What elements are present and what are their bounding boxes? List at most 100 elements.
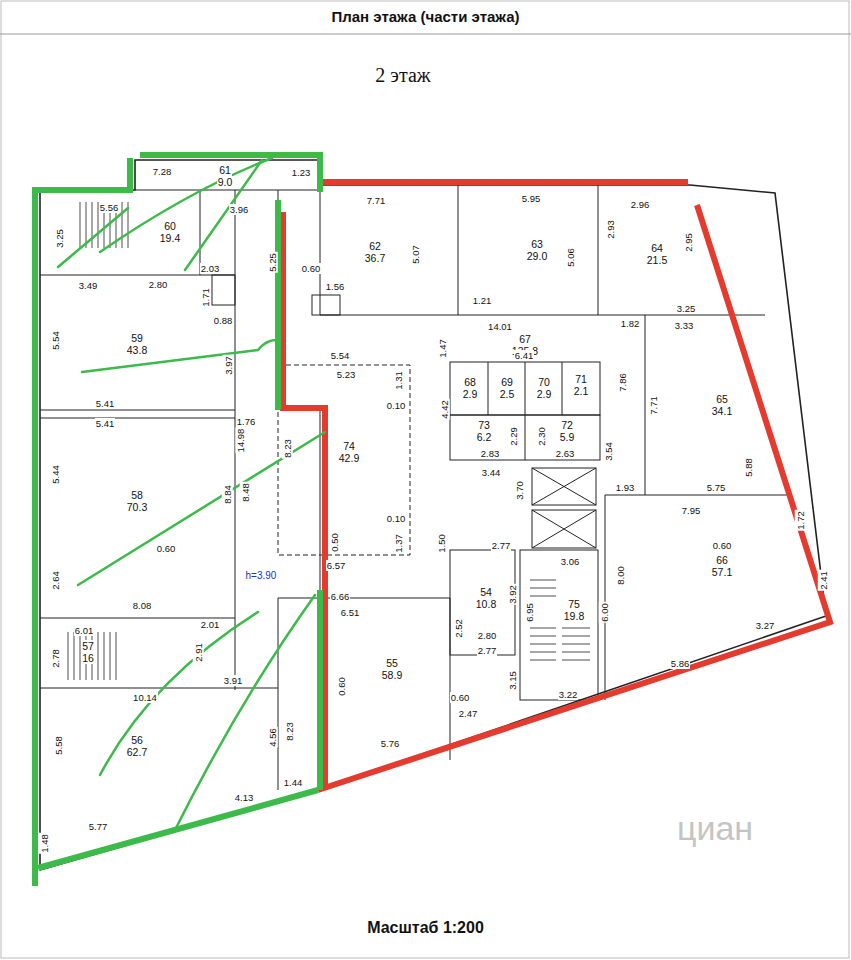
dimension-label: 1.56 xyxy=(325,281,346,292)
dimension-label: 1.37 xyxy=(393,533,404,554)
green-boundary xyxy=(35,155,320,886)
dimension-label: 3.33 xyxy=(674,320,695,331)
dimension-label: 2.41 xyxy=(818,570,829,591)
room-number: 65 xyxy=(715,393,729,405)
room-area: 19.8 xyxy=(563,610,585,622)
dimension-label: 4.42 xyxy=(439,399,450,420)
dimension-label: 6.95 xyxy=(524,602,535,623)
dimension-label: 0.60 xyxy=(712,540,733,551)
room-label: 5943.8 xyxy=(126,332,148,356)
dimension-label: 0.60 xyxy=(301,263,322,274)
dimension-label: 14.01 xyxy=(487,321,513,332)
dimension-label: 0.60 xyxy=(156,543,177,554)
room-area: 2.5 xyxy=(499,388,516,400)
room-number: 69 xyxy=(500,376,514,388)
dimension-label: 5.76 xyxy=(380,738,401,749)
green-hatching xyxy=(58,158,325,830)
dimension-label: 3.92 xyxy=(507,584,518,605)
room-number: 74 xyxy=(342,440,356,452)
dimension-label: 0.10 xyxy=(386,513,407,524)
room-label: 6236.7 xyxy=(364,240,386,264)
room-area: 29.0 xyxy=(526,250,548,262)
room-label: 5558.9 xyxy=(381,657,403,681)
room-area: 2.9 xyxy=(462,388,479,400)
room-number: 57 xyxy=(81,640,95,652)
room-number: 71 xyxy=(574,373,588,385)
dimension-label: 1.23 xyxy=(291,167,312,178)
dimension-label: 2.91 xyxy=(193,642,204,663)
room-label: 5410.8 xyxy=(475,586,497,610)
room-label: 6657.1 xyxy=(711,554,733,578)
dimension-label: 5.07 xyxy=(410,244,421,265)
room-area: 2.9 xyxy=(536,388,553,400)
dimension-label: 7.28 xyxy=(152,166,173,177)
room-label: 736.2 xyxy=(476,419,493,443)
room-number: 64 xyxy=(650,242,664,254)
dimension-label: 7.71 xyxy=(366,195,387,206)
dimension-label: 7.95 xyxy=(681,505,702,516)
floor-heading: 2 этаж xyxy=(374,64,431,86)
room-area: 57.1 xyxy=(711,566,733,578)
dimension-label: 5.44 xyxy=(50,464,61,485)
room-number: 67 xyxy=(518,333,532,345)
watermark: циан xyxy=(676,810,754,846)
dimension-label: 2.29 xyxy=(508,426,519,447)
room-number: 66 xyxy=(715,554,729,566)
room-label: 5716 xyxy=(81,640,95,664)
dimension-label: 1.31 xyxy=(393,370,404,391)
dimension-label: 1.48 xyxy=(39,833,50,854)
dimension-label: 4.13 xyxy=(234,792,255,803)
dimension-label: 3.15 xyxy=(507,670,518,691)
red-boundary xyxy=(283,182,830,790)
dimension-label: 3.27 xyxy=(755,620,776,631)
dimension-label: 3.22 xyxy=(558,689,579,700)
room-area: 10.8 xyxy=(475,598,497,610)
room-label: 6019.4 xyxy=(159,220,181,244)
room-label: 6329.0 xyxy=(526,238,548,262)
dimension-label: 5.77 xyxy=(88,821,109,832)
dimension-label: 5.41 xyxy=(95,418,116,429)
dimension-label: 6.01 xyxy=(74,625,95,636)
dimension-label: 8.23 xyxy=(284,721,295,742)
room-number: 60 xyxy=(163,220,177,232)
room-number: 58 xyxy=(130,489,144,501)
room-label: 5870.3 xyxy=(126,489,148,513)
dimension-label: 2.93 xyxy=(605,219,616,240)
room-label: 712.1 xyxy=(573,373,590,397)
dimension-label: 1.47 xyxy=(437,338,448,359)
room-label: 7442.9 xyxy=(338,440,360,464)
dimension-label: 1.82 xyxy=(620,318,641,329)
dimension-label: 3.70 xyxy=(514,480,525,501)
dimension-label: 2.64 xyxy=(50,570,61,591)
dimension-label: 5.75 xyxy=(706,482,727,493)
room-number: 63 xyxy=(530,238,544,250)
dimension-label: 5.41 xyxy=(95,398,116,409)
walls xyxy=(40,160,826,870)
room-number: 62 xyxy=(368,240,382,252)
dimension-label: 10.14 xyxy=(132,692,158,703)
dimension-label: 2.01 xyxy=(200,619,221,630)
dimension-label: 8.23 xyxy=(282,438,293,459)
dimension-label: 3.49 xyxy=(78,280,99,291)
dimension-label: 5.86 xyxy=(670,658,691,669)
room-number: 73 xyxy=(477,419,491,431)
dimension-label: 2.80 xyxy=(148,279,169,290)
room-area: 34.1 xyxy=(711,405,733,417)
room-area: 62.7 xyxy=(126,746,148,758)
dimension-label: 2.96 xyxy=(630,199,651,210)
dimension-label: 6.00 xyxy=(599,602,610,623)
dimension-label: 5.54 xyxy=(330,350,351,361)
room-label: 692.5 xyxy=(499,376,516,400)
dimension-label: 1.44 xyxy=(283,777,304,788)
room-label: 725.9 xyxy=(559,419,576,443)
room-area: 16 xyxy=(81,652,95,664)
stair-treads xyxy=(68,202,590,680)
room-label: 619.0 xyxy=(217,164,234,188)
dimension-label: 3.96 xyxy=(229,204,250,215)
header-rule xyxy=(0,34,851,35)
ceiling-height: h=3.90 xyxy=(245,570,278,581)
dimension-label: 5.58 xyxy=(53,735,64,756)
room-area: 9.0 xyxy=(217,176,234,188)
